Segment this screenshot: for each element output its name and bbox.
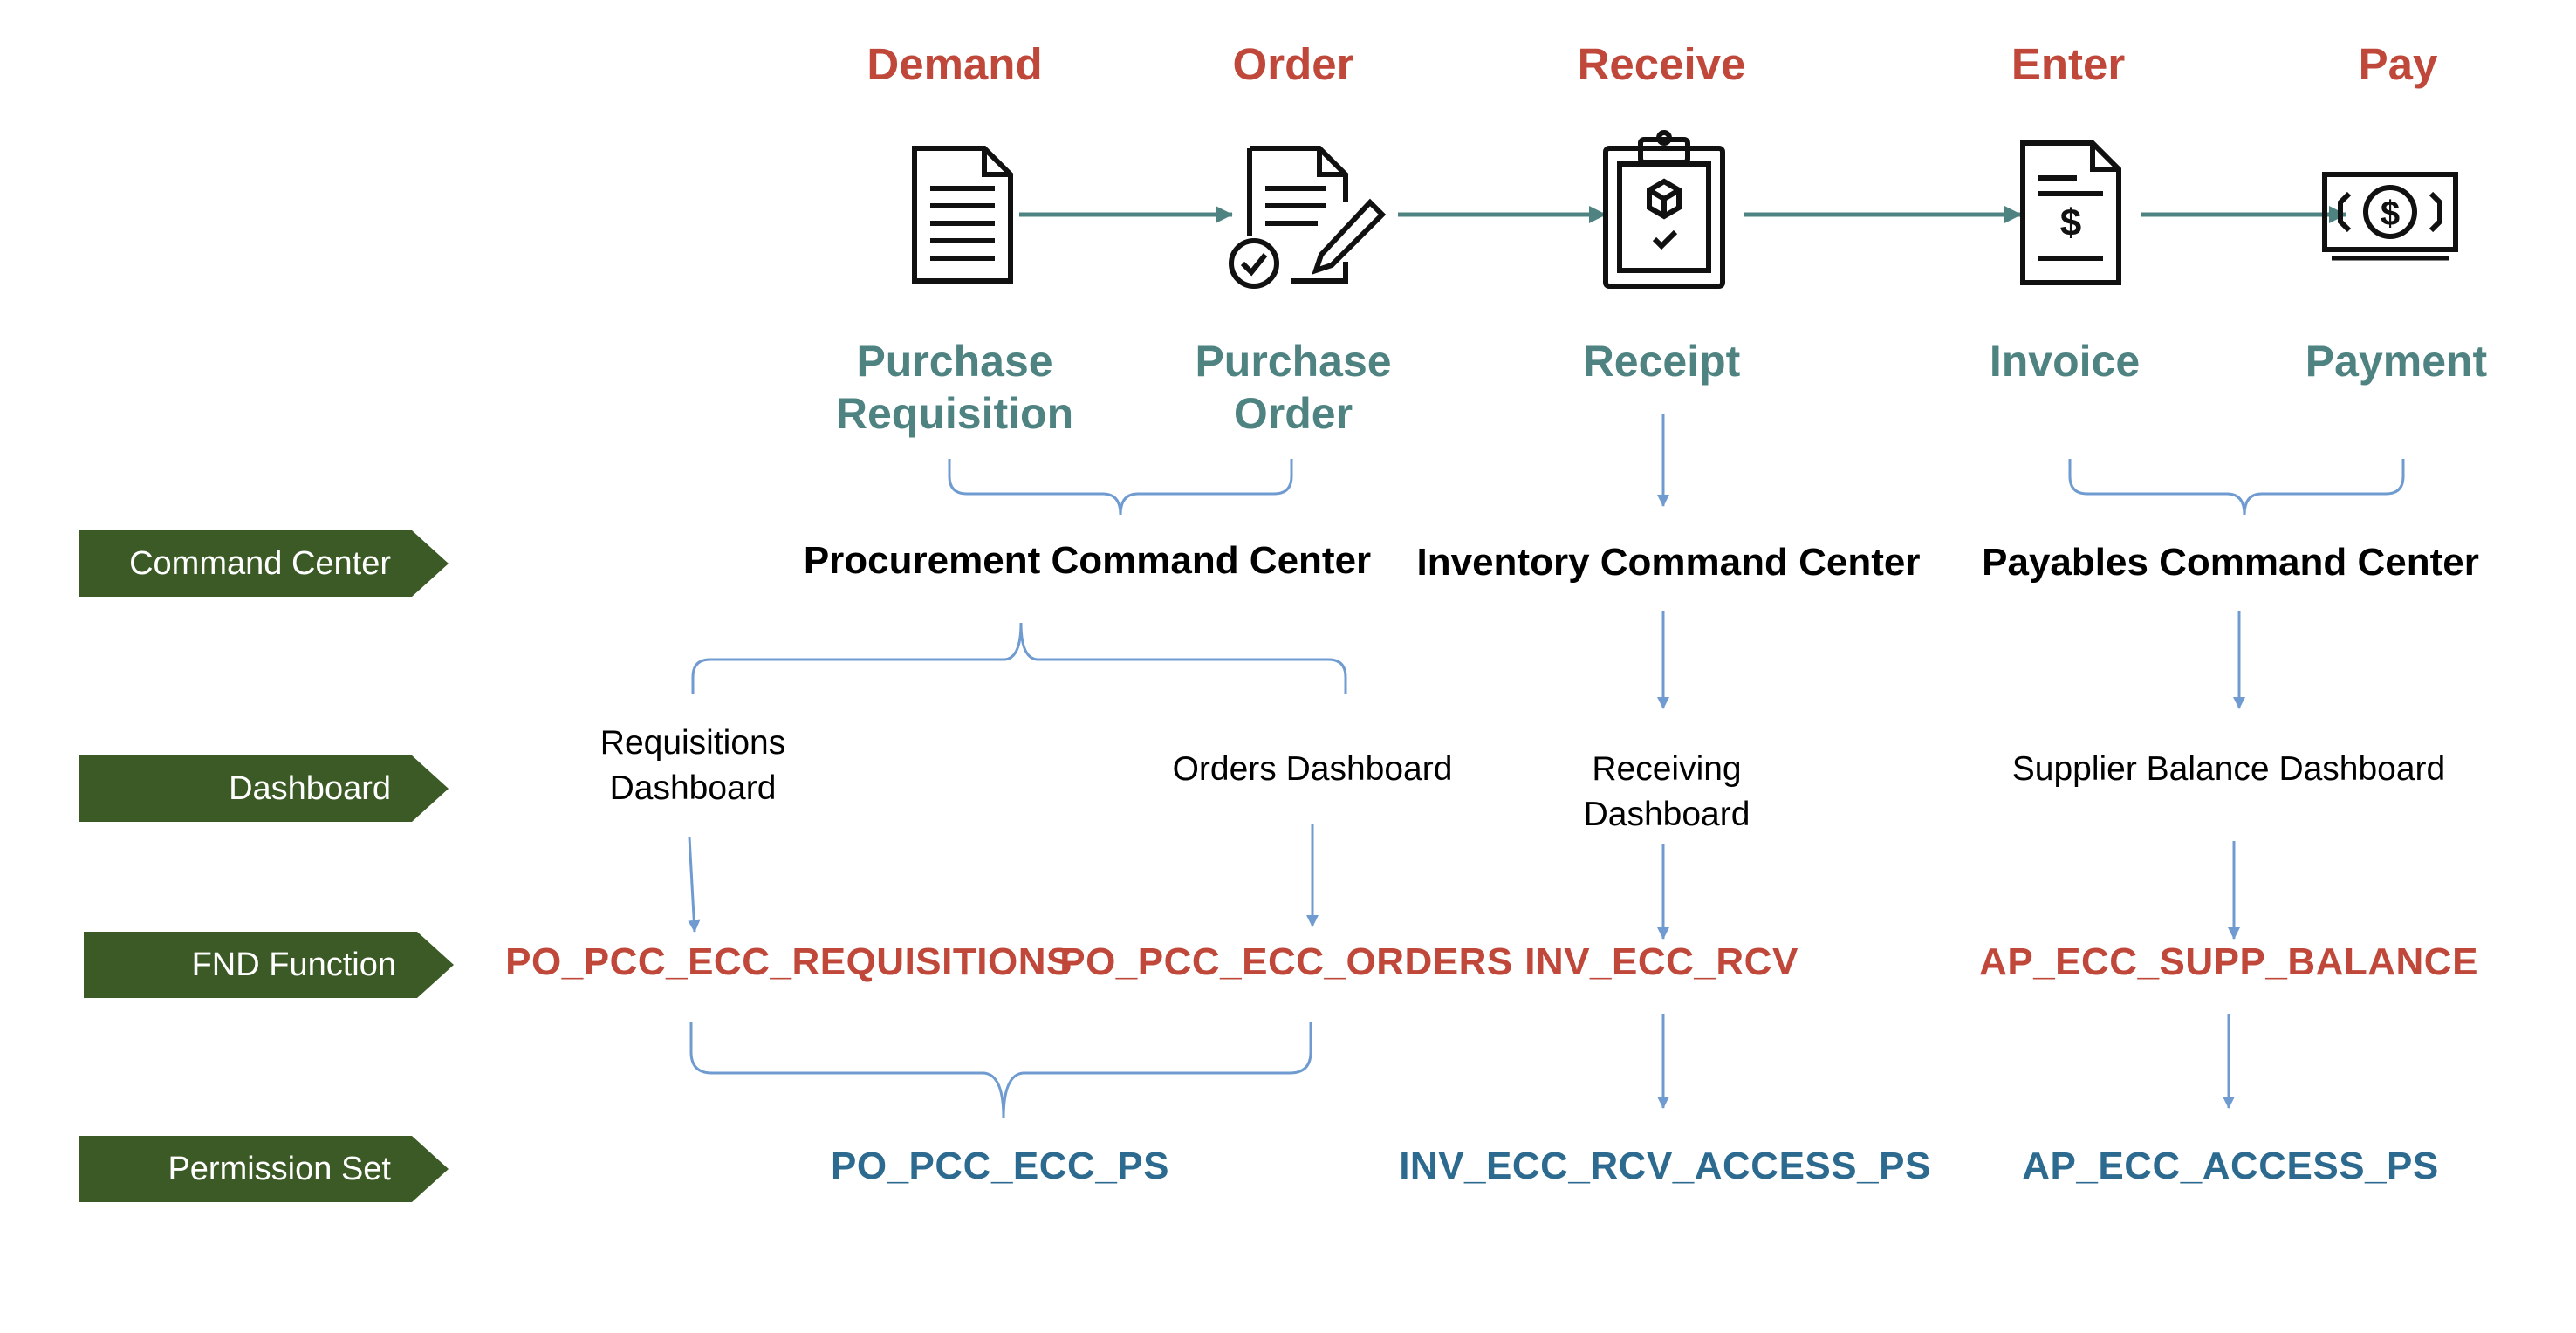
doc-label-purchase-requisition: Purchase Requisition bbox=[836, 335, 1073, 440]
permission-set-po-pcc-ecc: PO_PCC_ECC_PS bbox=[831, 1145, 1169, 1187]
stage-label-demand: Demand bbox=[867, 39, 1043, 89]
brace-procurement-docs bbox=[948, 459, 1293, 516]
doc-label-line: Purchase bbox=[856, 337, 1053, 386]
orders-dashboard: Orders Dashboard bbox=[1172, 750, 1453, 788]
brace-procurement-fnd bbox=[689, 1022, 1312, 1119]
dashboard-label-line: Receiving bbox=[1592, 750, 1742, 788]
doc-label-payment: Payment bbox=[2305, 337, 2488, 386]
dashboard-label-line: Requisitions bbox=[599, 724, 786, 762]
dashboard-label-line: Dashboard bbox=[609, 769, 777, 807]
signed-document-icon bbox=[1229, 146, 1387, 289]
arrow-requisitions-dashboard-fnd bbox=[688, 837, 701, 933]
inventory-command-center: Inventory Command Center bbox=[1416, 541, 1921, 584]
banknote-icon: $ bbox=[2322, 172, 2458, 261]
supplier-balance-dashboard: Supplier Balance Dashboard bbox=[2011, 750, 2446, 788]
row-tag-fnd-function: FND Function bbox=[84, 932, 454, 998]
document-icon bbox=[912, 146, 1013, 284]
fnd-ap-ecc-supp-balance: AP_ECC_SUPP_BALANCE bbox=[1979, 940, 2478, 983]
invoice-dollar-icon: $ bbox=[2020, 140, 2121, 285]
doc-label-line: Order bbox=[1233, 389, 1353, 438]
doc-label-purchase-order: Purchase Order bbox=[1195, 335, 1391, 440]
row-tag-dashboard: Dashboard bbox=[79, 755, 449, 822]
brace-payables-docs bbox=[2068, 459, 2405, 516]
row-tag-permission-set: Permission Set bbox=[79, 1136, 449, 1202]
requisitions-dashboard: Requisitions Dashboard bbox=[600, 721, 785, 811]
clipboard-box-icon bbox=[1603, 130, 1725, 289]
permission-set-inv-ecc-rcv-access: INV_ECC_RCV_ACCESS_PS bbox=[1399, 1145, 1931, 1187]
stage-label-enter: Enter bbox=[2011, 39, 2126, 89]
stage-label-order: Order bbox=[1232, 39, 1354, 89]
stage-label-receive: Receive bbox=[1577, 39, 1746, 89]
brace-procurement-dashboards bbox=[691, 622, 1347, 694]
permission-set-ap-ecc-access: AP_ECC_ACCESS_PS bbox=[2022, 1145, 2439, 1187]
doc-label-line: Requisition bbox=[835, 389, 1074, 438]
svg-text:$: $ bbox=[2060, 202, 2081, 244]
doc-label-receipt: Receipt bbox=[1582, 337, 1741, 386]
dashboard-label-line: Dashboard bbox=[1583, 796, 1750, 833]
receiving-dashboard: Receiving Dashboard bbox=[1584, 747, 1750, 837]
fnd-inv-ecc-rcv: INV_ECC_RCV bbox=[1524, 940, 1798, 983]
doc-label-invoice: Invoice bbox=[1989, 337, 2141, 386]
fnd-po-pcc-ecc-orders: PO_PCC_ECC_ORDERS bbox=[1059, 940, 1513, 983]
row-tag-command-center: Command Center bbox=[79, 530, 449, 597]
doc-label-line: Purchase bbox=[1195, 337, 1392, 386]
procurement-command-center: Procurement Command Center bbox=[803, 539, 1372, 582]
fnd-po-pcc-ecc-requisitions: PO_PCC_ECC_REQUISITIONS bbox=[505, 940, 1072, 983]
svg-text:$: $ bbox=[2381, 195, 2400, 233]
payables-command-center: Payables Command Center bbox=[1982, 541, 2479, 584]
stage-label-pay: Pay bbox=[2358, 39, 2438, 89]
